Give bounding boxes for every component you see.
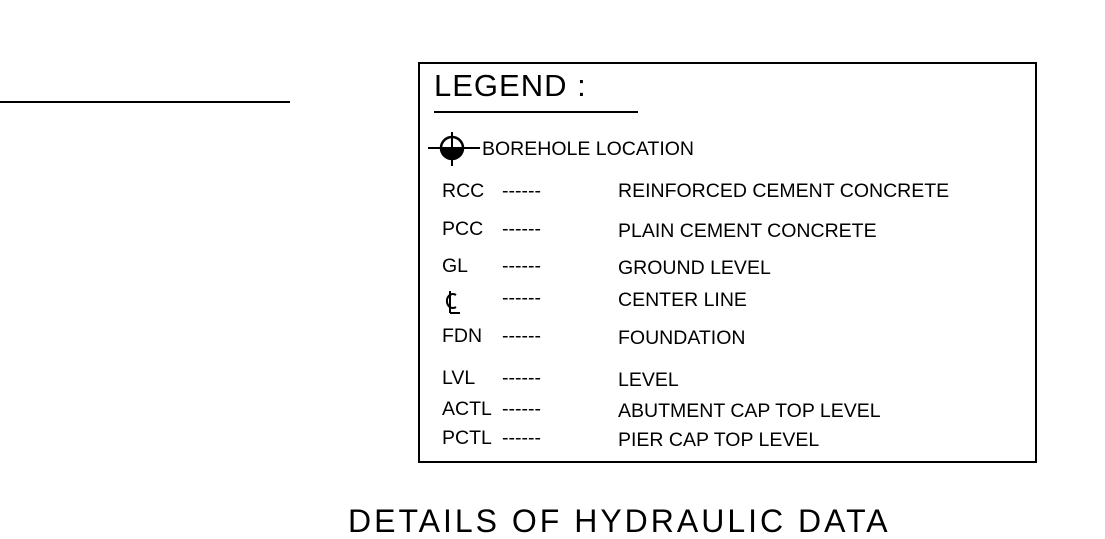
legend-dashes: ------ [502,287,541,309]
legend-dashes: ------ [502,427,541,449]
legend-dashes: ------ [502,180,541,202]
legend-definition: GROUND LEVEL [618,257,771,279]
top-left-line [0,101,290,103]
legend-definition: PLAIN CEMENT CONCRETE [618,220,877,242]
legend-definition: ABUTMENT CAP TOP LEVEL [618,400,881,422]
legend-abbr: FDN [442,325,483,347]
borehole-label: BOREHOLE LOCATION [482,138,695,160]
legend-definition: REINFORCED CEMENT CONCRETE [618,180,950,202]
hydraulic-data-heading: DETAILS OF HYDRAULIC DATA [348,503,891,539]
legend-abbr: PCC [442,218,484,240]
legend-definition: LEVEL [618,369,679,391]
legend-title-underline [434,111,638,113]
legend-box [418,62,1037,463]
legend-dashes: ------ [502,398,541,420]
legend-dashes: ------ [502,325,541,347]
legend-dashes: ------ [502,218,541,240]
legend-abbr: PCTL [442,427,492,449]
legend-dashes: ------ [502,367,541,389]
legend-abbr: GL [442,255,469,277]
legend-abbr: LVL [442,367,476,389]
legend-definition: PIER CAP TOP LEVEL [618,429,820,451]
legend-title: LEGEND : [434,68,587,103]
center-line-icon [445,291,460,314]
legend-dashes: ------ [502,255,541,277]
legend-definition: FOUNDATION [618,327,746,349]
borehole-location-icon [428,132,480,166]
legend-abbr: ACTL [442,398,492,420]
legend-definition: CENTER LINE [618,289,747,311]
legend-abbr: RCC [442,180,485,202]
